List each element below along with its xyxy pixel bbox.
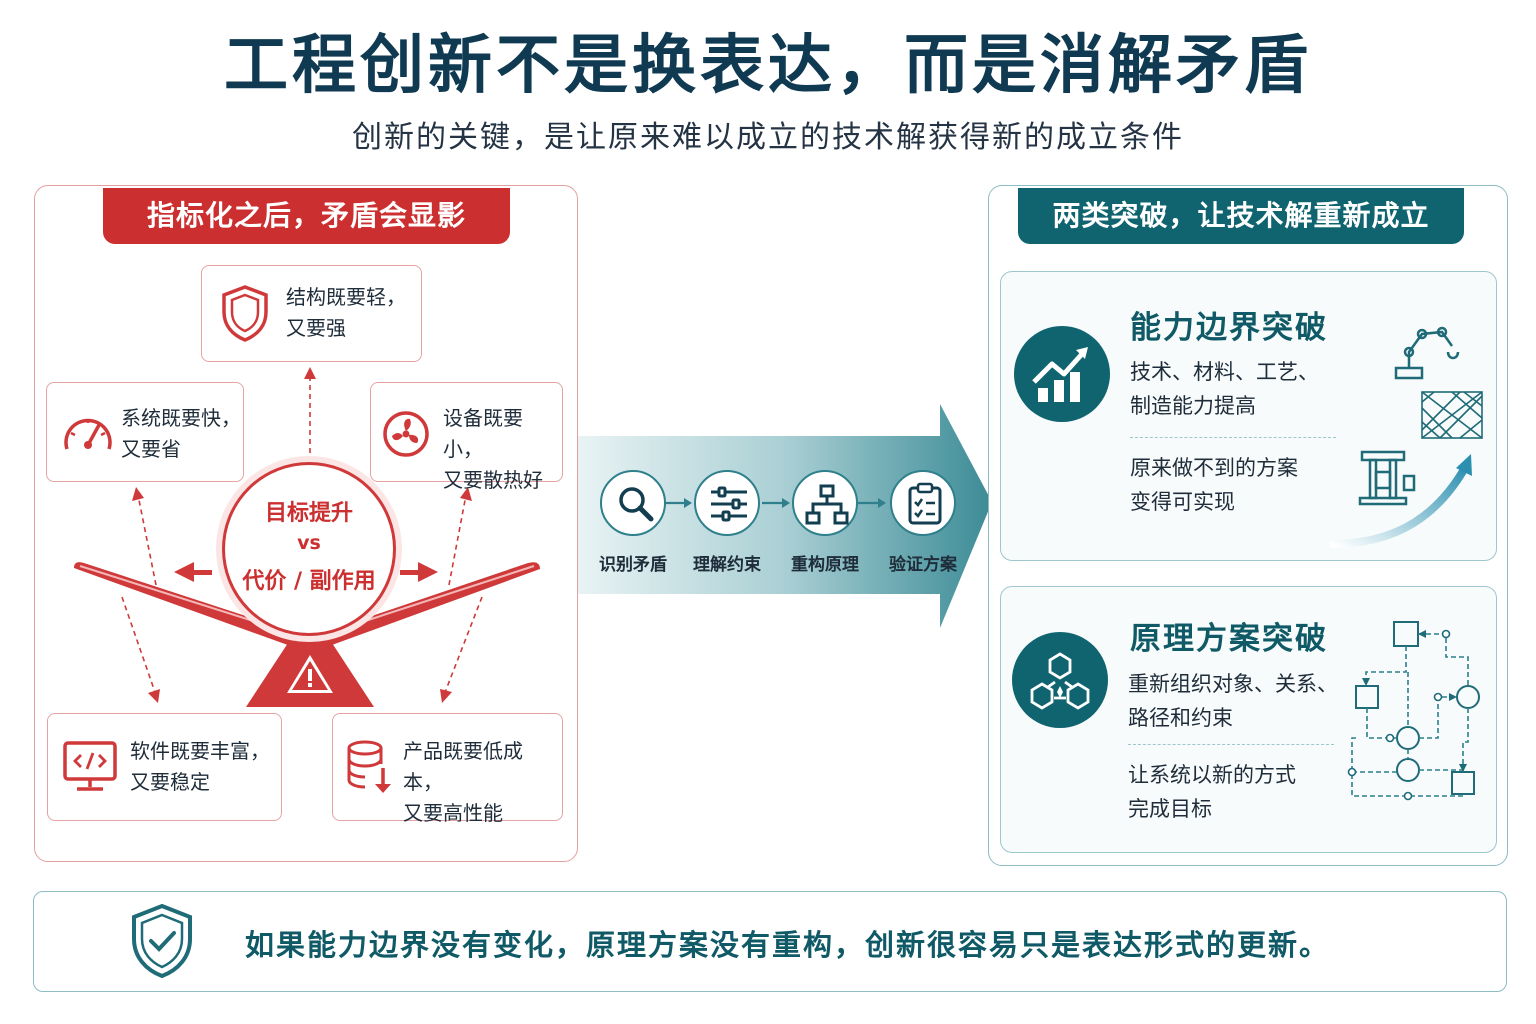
growth-chart-icon [1014,326,1110,422]
principle-text-1: 重新组织对象、关系、 路径和约束 [1128,667,1338,735]
footer-box [33,891,1507,992]
card-line: 又要强 [286,316,346,340]
shield-icon [220,284,270,342]
divider [1130,437,1336,438]
left-panel-header: 指标化之后，矛盾会显影 [103,188,510,244]
step-identify: 识别矛盾 [588,470,678,575]
system-flow-diagram [1347,621,1480,801]
card-line: 又要高性能 [403,801,503,825]
card-line: 产品既要低成本， [403,739,523,794]
process-arrow [578,404,992,628]
card-line: 又要稳定 [130,770,210,794]
card-line: 又要省 [121,437,181,461]
card-line: 又要散热好 [443,468,543,492]
network-cubes-icon [1012,632,1108,728]
card-line: 软件既要丰富， [130,739,270,763]
clipboard-check-icon [907,482,943,526]
text-line: 变得可实现 [1130,490,1235,514]
goal-vs-cost-circle: 目标提升 vs 代价 / 副作用 [222,462,396,636]
cost-label: 代价 / 副作用 [242,569,376,594]
step-label: 验证方案 [889,555,957,575]
text-line: 完成目标 [1128,797,1212,821]
sliders-icon [709,486,749,522]
search-icon [616,484,656,524]
contradiction-card-structure: 结构既要轻， 又要强 [201,265,422,362]
step-label: 识别矛盾 [599,555,667,575]
text-line: 让系统以新的方式 [1128,763,1296,787]
divider [1128,744,1334,745]
text-line: 制造能力提高 [1130,394,1256,418]
manufacturing-illustration [1330,326,1483,548]
fan-icon [381,409,431,459]
principle-title: 原理方案突破 [1130,621,1328,657]
step-label: 理解约束 [693,555,761,575]
page-title: 工程创新不是换表达，而是消解矛盾 [224,29,1312,103]
capability-text-2: 原来做不到的方案 变得可实现 [1130,451,1298,519]
principle-text-2: 让系统以新的方式 完成目标 [1128,758,1296,826]
contradiction-card-system: 系统既要快， 又要省 [46,382,244,482]
step-understand: 理解约束 [682,470,772,575]
robot-arm-icon [1394,326,1460,380]
text-line: 重新组织对象、关系、 [1128,672,1338,696]
contradiction-card-device: 设备既要小， 又要散热好 [370,382,563,492]
footer-text: 如果能力边界没有变化，原理方案没有重构，创新很容易只是表达形式的更新。 [245,928,1331,962]
vs-label: vs [297,532,321,554]
lattice-icon [1421,391,1483,439]
card-line: 设备既要小， [443,406,523,461]
hierarchy-icon [805,484,849,526]
text-line: 技术、材料、工艺、 [1130,360,1319,384]
step-verify: 验证方案 [878,470,968,575]
capability-text-1: 技术、材料、工艺、 制造能力提高 [1130,355,1319,423]
contradiction-card-software: 软件既要丰富， 又要稳定 [47,713,282,821]
text-line: 原来做不到的方案 [1130,456,1298,480]
database-down-icon [345,738,395,794]
card-line: 结构既要轻， [286,285,406,309]
text-line: 路径和约束 [1128,706,1233,730]
speedometer-icon [61,407,115,455]
goal-label: 目标提升 [264,501,353,526]
code-monitor-icon [62,740,118,794]
machine-icon [1358,450,1416,506]
contradiction-card-product: 产品既要低成本， 又要高性能 [332,713,563,825]
page-subtitle: 创新的关键，是让原来难以成立的技术解获得新的成立条件 [352,120,1184,155]
card-line: 系统既要快， [121,406,241,430]
capability-title: 能力边界突破 [1130,310,1328,346]
shield-check-icon [130,903,194,979]
seesaw-diagram [74,367,540,707]
step-restructure: 重构原理 [780,470,870,575]
right-panel-header: 两类突破，让技术解重新成立 [1018,188,1464,244]
step-label: 重构原理 [791,555,859,575]
